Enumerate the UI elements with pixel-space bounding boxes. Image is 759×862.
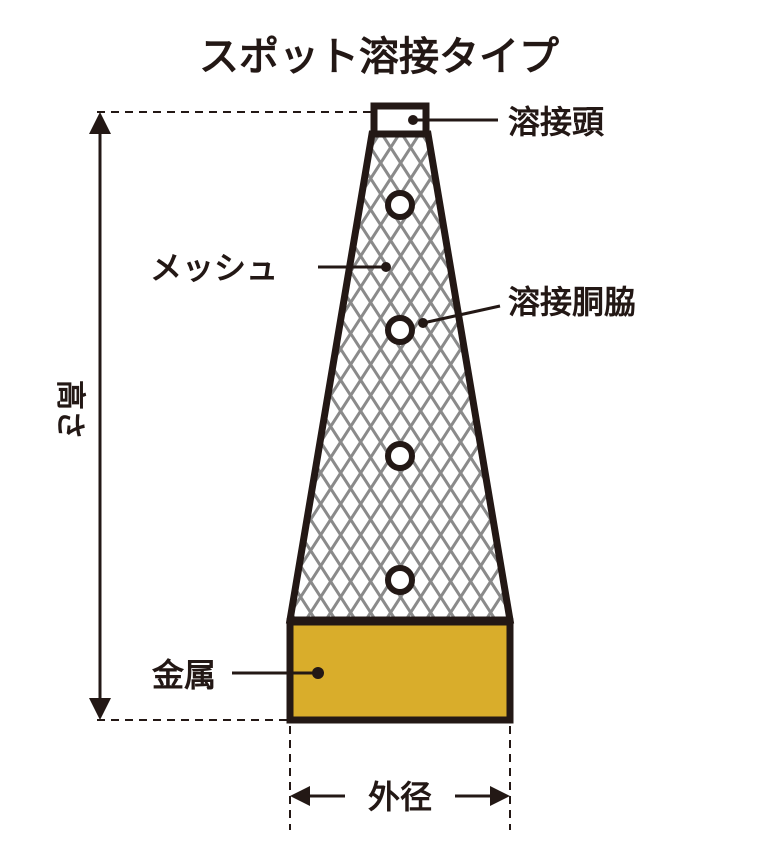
metal-base <box>286 618 514 724</box>
mesh-line <box>0 100 1 660</box>
mesh-line <box>0 100 181 660</box>
mesh-line <box>0 100 221 660</box>
mesh-line <box>0 100 261 660</box>
weld-spot <box>385 441 415 471</box>
mesh-line <box>0 100 1 660</box>
mesh-line <box>290 134 303 620</box>
weld-head-label: 溶接頭 <box>508 103 605 141</box>
mesh-line <box>740 100 759 660</box>
mesh-line <box>0 100 241 660</box>
mesh-line <box>700 100 759 660</box>
mesh-line <box>560 100 759 660</box>
weld-head-callout <box>408 115 498 125</box>
mesh-line <box>0 100 21 660</box>
metal-label: 金属 <box>151 656 216 694</box>
mesh-line <box>520 100 759 660</box>
mesh-line <box>680 100 759 660</box>
mesh-line <box>560 100 759 660</box>
weld-body-callout <box>418 304 501 328</box>
mesh-line <box>0 100 241 660</box>
mesh-line <box>0 100 281 660</box>
mesh-line <box>700 100 759 660</box>
mesh-line <box>0 100 181 660</box>
mesh-line <box>498 134 510 620</box>
outer-diameter-label: 外径 <box>368 778 432 816</box>
mesh-line <box>290 134 510 620</box>
mesh-line <box>290 134 510 620</box>
mesh-line <box>290 134 510 620</box>
diameter-dimension <box>289 726 511 830</box>
mesh-line <box>0 100 41 660</box>
mesh-line <box>478 134 510 620</box>
mesh-line <box>290 134 343 620</box>
mesh-line <box>290 134 323 620</box>
mesh-line <box>720 100 759 660</box>
mesh-line <box>398 134 510 620</box>
mesh-line <box>620 100 759 660</box>
mesh-line <box>290 134 510 620</box>
mesh-line <box>290 134 343 620</box>
height-dimension <box>89 111 372 721</box>
mesh-line <box>540 100 759 660</box>
mesh-line <box>660 100 759 660</box>
mesh-line <box>290 134 403 620</box>
mesh-line <box>298 134 510 620</box>
mesh-line <box>600 100 759 660</box>
mesh-line <box>0 100 261 660</box>
mesh-pattern <box>0 100 759 660</box>
weld-spot <box>385 565 415 595</box>
metal-callout <box>232 667 324 679</box>
mesh-line <box>580 100 759 660</box>
weld-spot <box>385 190 415 220</box>
mesh-line <box>358 134 510 620</box>
weld-body-label: 溶接胴脇 <box>508 283 636 321</box>
mesh-line <box>0 100 281 660</box>
height-label: 高さ <box>52 380 87 440</box>
mesh-line <box>640 100 759 660</box>
mesh-line <box>540 100 759 660</box>
mesh-line <box>660 100 759 660</box>
mesh-line <box>0 100 21 660</box>
mesh-line <box>740 100 759 660</box>
diagram-title: スポット溶接タイプ <box>199 34 559 80</box>
mesh-line <box>290 134 323 620</box>
mesh-line <box>0 100 41 660</box>
mesh-line <box>620 100 759 660</box>
mesh-line <box>378 134 510 620</box>
mesh-line <box>720 100 759 660</box>
mesh-line <box>358 134 510 620</box>
mesh-line <box>478 134 510 620</box>
mesh-line <box>290 134 503 620</box>
weld-spot <box>385 315 415 345</box>
mesh-line <box>600 100 759 660</box>
weld-spots <box>385 190 415 595</box>
mesh-line <box>498 134 510 620</box>
mesh-line <box>680 100 759 660</box>
mesh-line <box>580 100 759 660</box>
mesh-line <box>418 134 510 620</box>
mesh-line <box>290 134 303 620</box>
mesh-line <box>640 100 759 660</box>
mesh-line <box>520 100 759 660</box>
mesh-line <box>0 100 221 660</box>
mesh-callout <box>318 262 391 272</box>
mesh-label: メッシュ <box>150 249 278 287</box>
